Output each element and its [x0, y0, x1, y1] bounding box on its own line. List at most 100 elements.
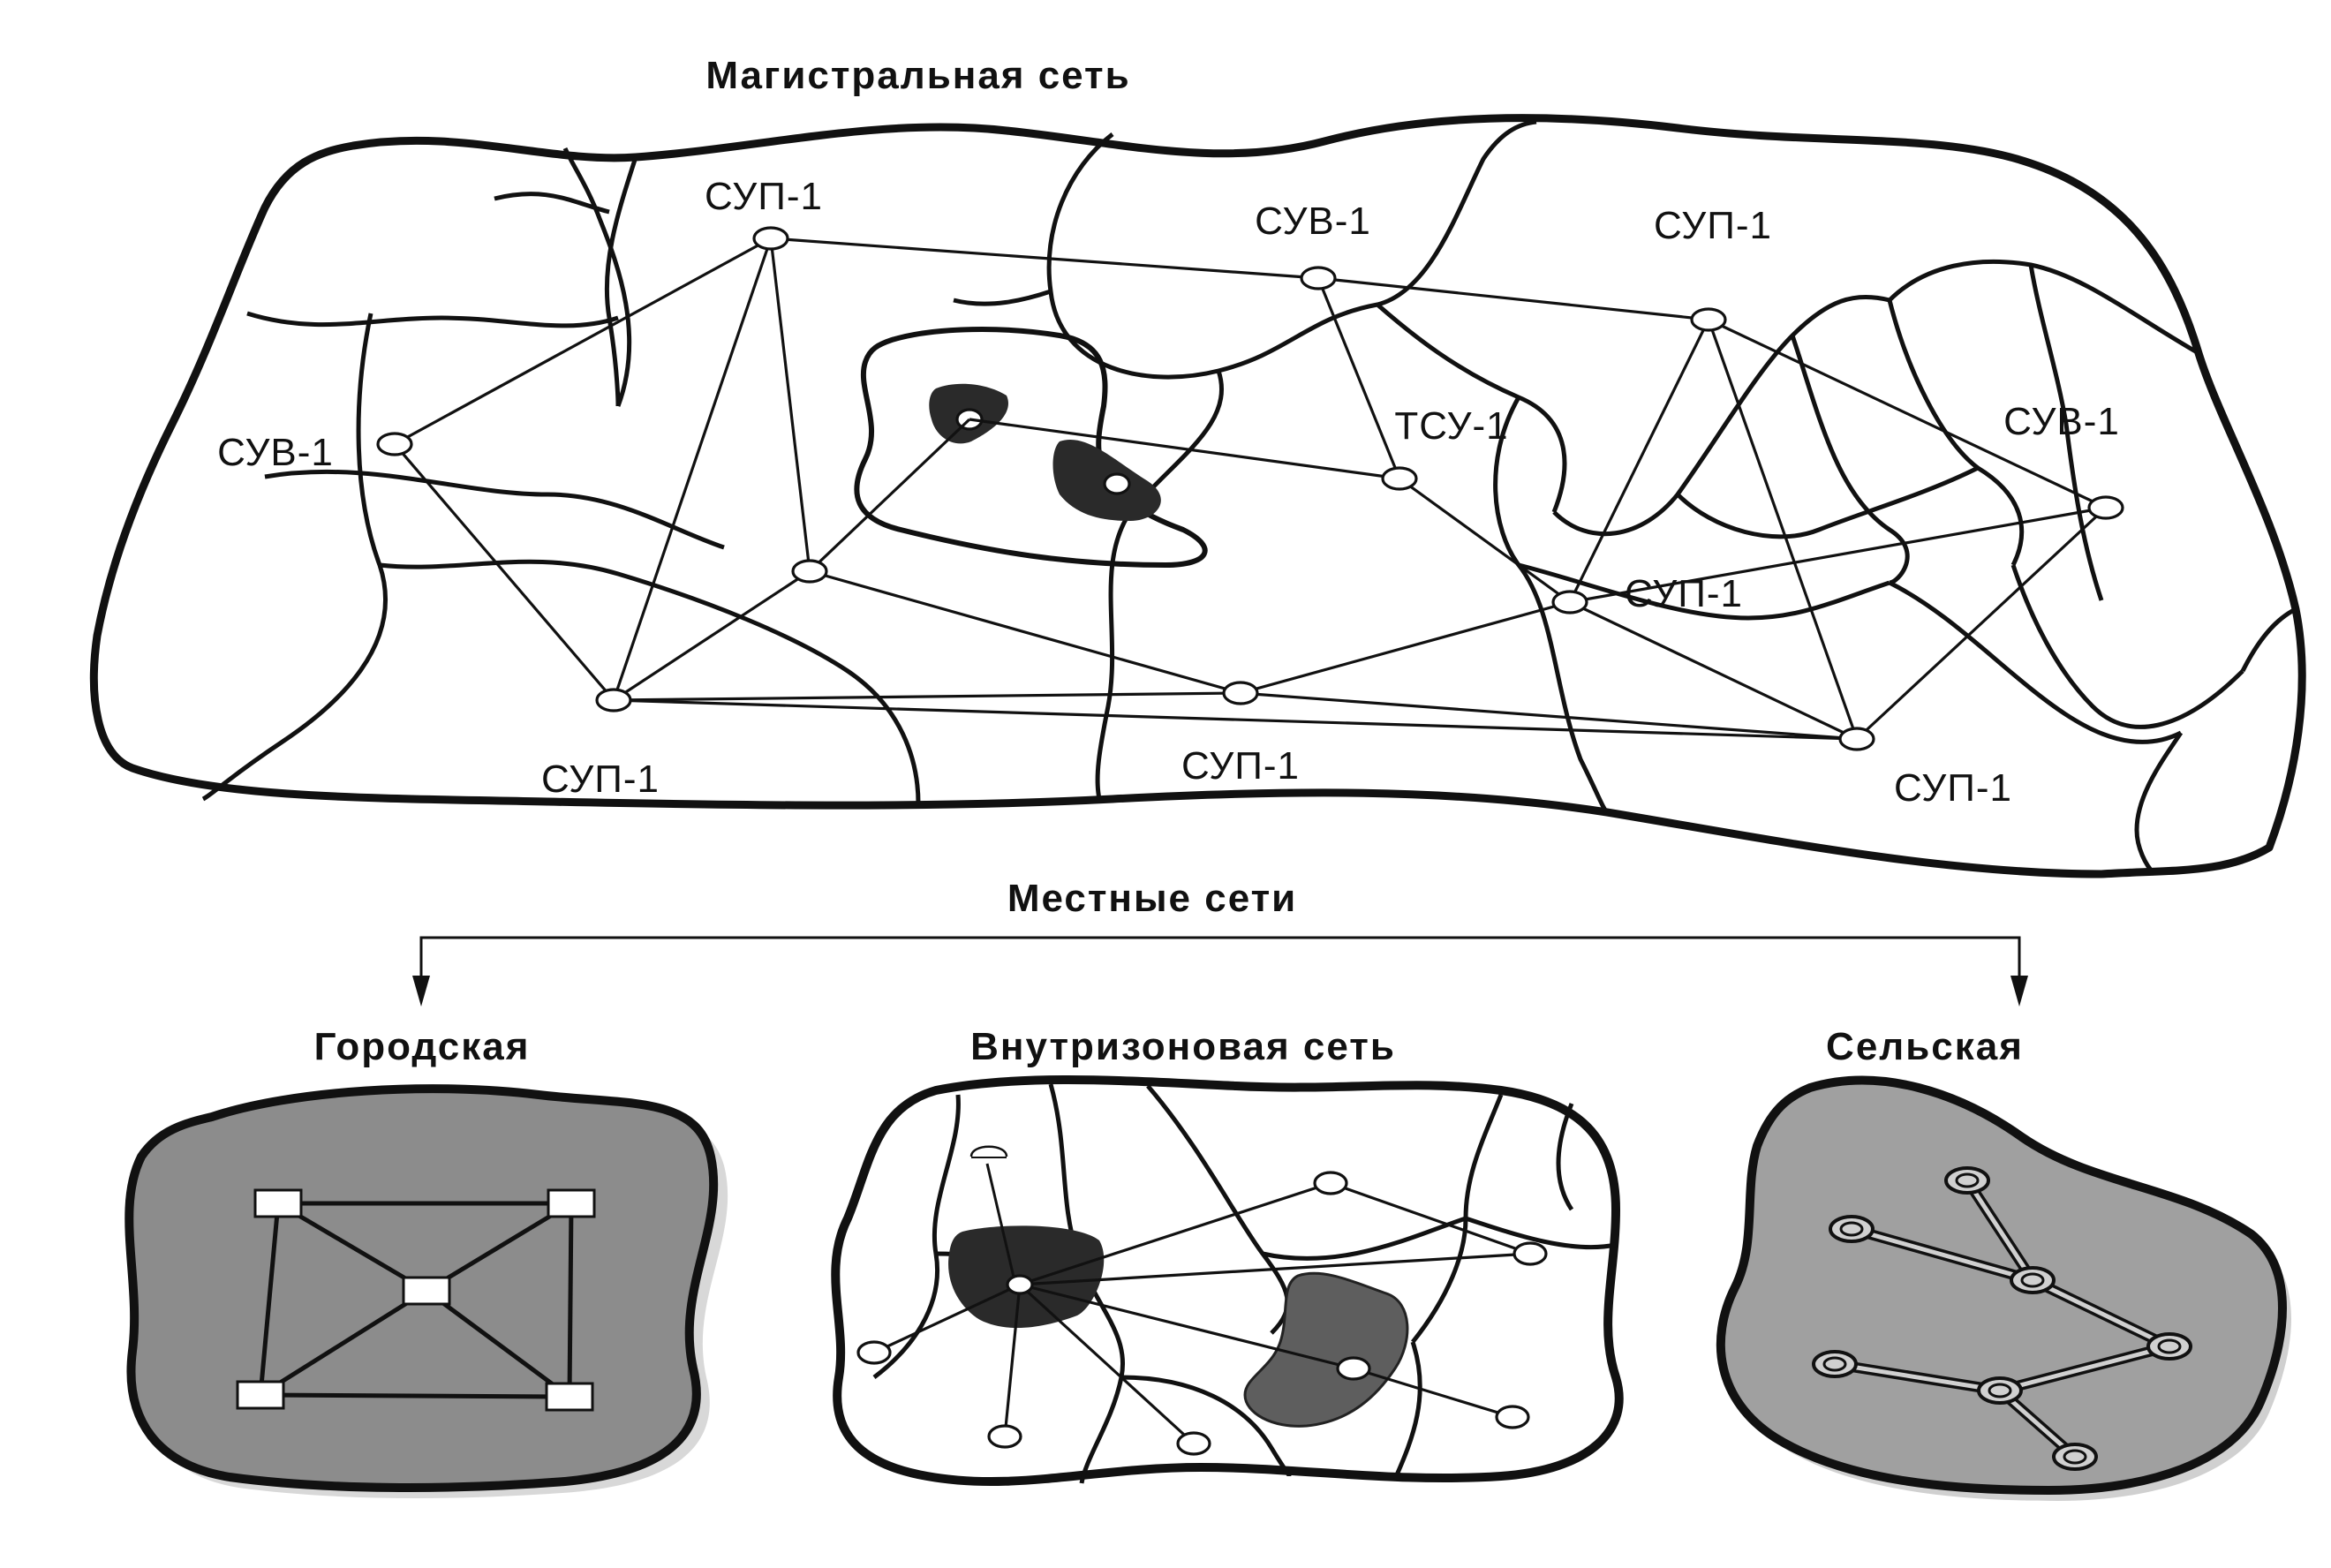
node-label-left-suv: СУВ-1: [217, 431, 334, 474]
backbone-link: [393, 442, 615, 702]
urban-nodes: [236, 1188, 596, 1412]
urban-link: [276, 1201, 428, 1293]
intrazonal-link: [873, 1283, 1021, 1354]
urban-link: [258, 1202, 281, 1396]
backbone-link: [612, 237, 773, 701]
backbone-node: [1381, 466, 1418, 491]
backbone-title: Магистральная сеть: [705, 54, 1130, 97]
backbone-link: [1568, 319, 1710, 603]
bracket-line: [419, 936, 2021, 984]
rural-nodes: [1812, 1166, 2192, 1471]
backbone-link: [1240, 600, 1571, 695]
node-label-right-suv: СУВ-1: [2003, 400, 2120, 443]
city-zone-boundary: [854, 327, 1208, 569]
urban-link: [425, 1288, 571, 1399]
backbone-link: [769, 237, 811, 572]
backbone-link: [613, 691, 1241, 702]
backbone-link: [770, 237, 1319, 280]
rural-area: [1716, 1075, 2287, 1496]
rural-link: [1999, 1344, 2170, 1393]
local-networks-heading: Местные сети: [1007, 877, 1297, 920]
intrazonal-nodes: [856, 1171, 1548, 1456]
backbone-link: [808, 418, 971, 573]
node-label-top-left-sup: СУП-1: [705, 175, 823, 218]
intrazonal-node: [1176, 1431, 1211, 1456]
urban-node: [547, 1188, 596, 1218]
backbone-link: [613, 569, 811, 702]
urban-network: Городская: [124, 1025, 728, 1498]
backbone-link: [1317, 276, 1709, 321]
intrazonal-link: [1019, 1252, 1531, 1286]
backbone-link: [1399, 477, 1571, 604]
backbone-node-labels: СУП-1 СУВ-1 СУП-1 СУВ-1 ТСУ-1 СУВ-1 СУП-…: [217, 175, 2120, 810]
urban-link: [260, 1392, 570, 1399]
rural-network-title: Сельская: [1826, 1025, 2024, 1068]
intrazonal-link: [1019, 1283, 1354, 1370]
urban-network-title: Городская: [314, 1025, 531, 1068]
intrazonal-link: [1018, 1283, 1196, 1445]
urban-link: [567, 1202, 574, 1398]
urban-node: [545, 1382, 594, 1412]
intrazonal-node: [856, 1340, 892, 1365]
rural-network: Сельская: [1716, 1025, 2291, 1501]
urban-link: [259, 1288, 428, 1398]
arrow-left: [412, 976, 430, 1006]
backbone-link: [1569, 506, 2107, 604]
backbone-link: [969, 418, 1400, 480]
rural-node-inner: [2063, 1449, 2087, 1465]
arrow-right: [2010, 976, 2028, 1006]
node-label-top-right-sup: СУП-1: [1654, 204, 1772, 247]
node-label-top-center-suv: СУВ-1: [1255, 200, 1371, 243]
rural-node: [1944, 1166, 1990, 1195]
backbone-zone-borders: [201, 119, 2297, 876]
urban-node: [253, 1188, 303, 1218]
intrazonal-hub-node: [1006, 1274, 1034, 1295]
local-networks-header: Местные сети: [412, 877, 2028, 1006]
backbone-link: [1707, 319, 1859, 740]
backbone-link: [1708, 318, 2107, 509]
backbone-node: [791, 559, 828, 584]
rural-node: [2010, 1266, 2056, 1294]
intrazonal-network: Внутризоновая сеть: [831, 1025, 1624, 1486]
backbone-link: [1855, 506, 2108, 741]
backbone-link: [809, 569, 1241, 695]
intrazonal-mid-blob: [1243, 1271, 1409, 1428]
backbone-node: [1300, 266, 1337, 290]
rural-link: [1965, 1179, 2035, 1282]
node-label-bottom-center-sup: СУП-1: [1181, 744, 1300, 788]
backbone-link: [613, 698, 1858, 741]
backbone-node: [1222, 681, 1259, 705]
rural-node-inner: [1839, 1221, 1864, 1237]
rural-link: [1851, 1226, 2033, 1283]
intrazonal-network-title: Внутризоновая сеть: [970, 1025, 1396, 1068]
intrazonal-link: [1019, 1181, 1331, 1286]
rural-node: [1829, 1215, 1875, 1243]
urban-node: [236, 1380, 285, 1410]
rural-node-inner: [1955, 1172, 1980, 1188]
rural-link: [1834, 1361, 2001, 1393]
rural-node: [2146, 1332, 2192, 1361]
city-blobs: [929, 383, 1161, 521]
node-label-mid-right-sup: СУП-1: [1625, 572, 1743, 615]
rural-node: [1812, 1350, 1858, 1378]
urban-node: [402, 1276, 451, 1306]
rural-node: [1977, 1376, 2023, 1405]
intrazonal-node: [1513, 1241, 1548, 1266]
backbone-node: [752, 226, 789, 251]
intrazonal-node: [1336, 1356, 1371, 1381]
backbone-node: [1838, 727, 1875, 751]
intrazonal-link: [1330, 1181, 1531, 1255]
intrazonal-node: [1495, 1405, 1530, 1429]
urban-links: [258, 1201, 574, 1399]
rural-node-inner: [2157, 1338, 2182, 1354]
backbone-nodes: [376, 226, 2124, 751]
rural-link: [2031, 1278, 2171, 1349]
intrazonal-node: [987, 1424, 1022, 1449]
backbone-node: [376, 432, 413, 456]
intrazonal-links: [873, 1181, 1531, 1445]
rural-node: [2052, 1443, 2098, 1471]
intrazonal-node: [1313, 1171, 1348, 1195]
backbone-boundary: [89, 114, 2306, 878]
backbone-node: [595, 688, 632, 712]
